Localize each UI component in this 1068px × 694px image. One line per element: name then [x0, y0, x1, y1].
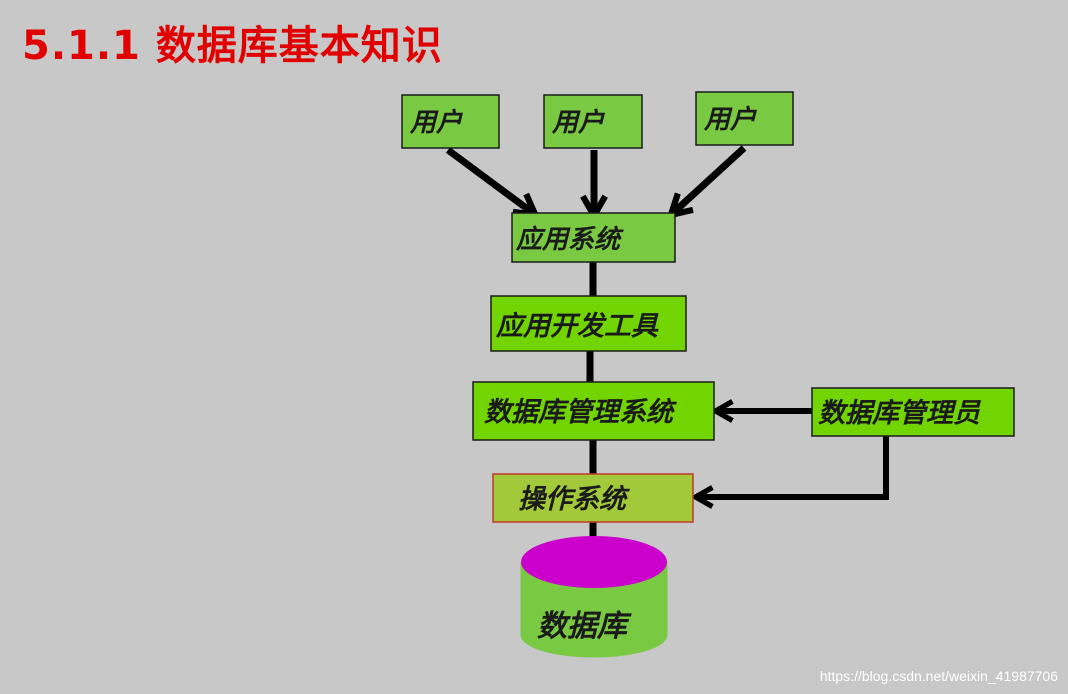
dev-tools-label: 应用开发工具 — [495, 311, 659, 342]
arrow-user1-to-app — [445, 147, 533, 213]
page-title: 5.1.1 数据库基本知识 — [22, 23, 443, 69]
database-cylinder: 数据库 — [520, 536, 668, 658]
dbms-label: 数据库管理系统 — [484, 397, 677, 428]
app-system-label: 应用系统 — [515, 225, 624, 255]
dev-tools-node: 应用开发工具 — [490, 295, 687, 352]
user-node-3-label: 用户 — [703, 105, 758, 135]
watermark-text: https://blog.csdn.net/weixin_41987706 — [819, 668, 1058, 684]
database-label: 数据库 — [537, 609, 632, 644]
user-node-1: 用户 — [401, 94, 500, 149]
user-node-2-label: 用户 — [551, 108, 606, 138]
arrow-dba-to-os — [698, 436, 889, 497]
user-node-2: 用户 — [543, 94, 643, 149]
user-node-1-label: 用户 — [409, 108, 464, 138]
user-node-3: 用户 — [695, 91, 794, 146]
dba-label: 数据库管理员 — [818, 398, 982, 429]
arrow-user3-to-app — [673, 145, 747, 213]
os-label: 操作系统 — [518, 484, 630, 515]
dbms-node: 数据库管理系统 — [472, 381, 715, 441]
os-node: 操作系统 — [492, 473, 694, 523]
app-system-node: 应用系统 — [511, 212, 676, 263]
dba-node: 数据库管理员 — [811, 387, 1015, 437]
